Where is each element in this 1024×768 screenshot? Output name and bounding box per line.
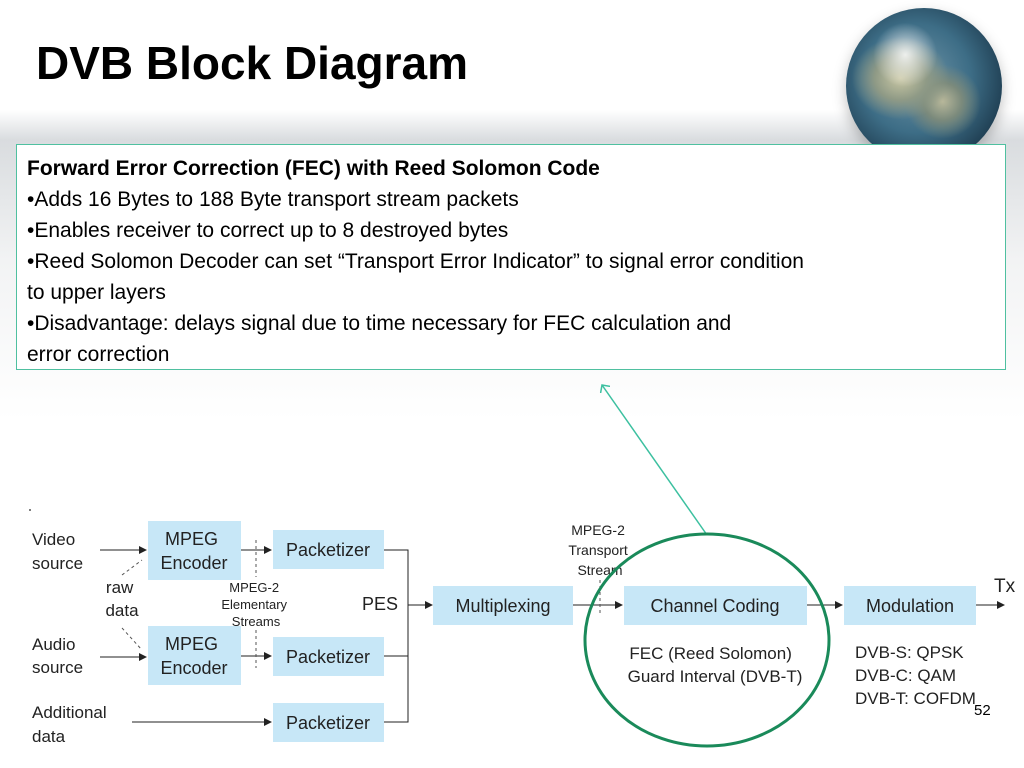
elementary-streams-label: MPEG-2 Elementary Streams: [221, 580, 290, 629]
slide-title: DVB Block Diagram: [36, 37, 469, 89]
fec-bullet: •Adds 16 Bytes to 188 Byte transport str…: [27, 188, 519, 211]
raw-data-label: raw data: [105, 578, 139, 620]
channel-coding-notes: FEC (Reed Solomon) Guard Interval (DVB-T…: [628, 644, 803, 686]
fec-info-box: Forward Error Correction (FEC) with Reed…: [16, 144, 1006, 370]
packetizer-audio-label: Packetizer: [286, 647, 370, 667]
highlight-circle: [583, 532, 831, 748]
packetizer-additional-label: Packetizer: [286, 713, 370, 733]
fec-bullet: •Reed Solomon Decoder can set “Transport…: [27, 250, 804, 273]
fec-bullet-continuation: error correction: [27, 343, 170, 366]
additional-data-label: Additional data: [32, 703, 111, 746]
modulation-label: Modulation: [866, 596, 954, 616]
mpeg-encoder-audio-label: MPEG Encoder: [160, 634, 227, 678]
packetizer-video: [273, 530, 384, 569]
fec-bullet-continuation: to upper layers: [27, 281, 166, 304]
channel-coding-label: Channel Coding: [650, 596, 779, 616]
pes-label: PES: [362, 594, 398, 614]
callout-arrow: [602, 385, 708, 536]
video-source-label: Video source: [32, 530, 83, 573]
mpeg-encoder-video: [148, 521, 241, 580]
packetizer-video-label: Packetizer: [286, 540, 370, 560]
transport-stream-label: MPEG-2 Transport Stream: [568, 522, 631, 578]
multiplexing-block: [433, 586, 573, 625]
page-number: 52: [974, 702, 991, 719]
fec-bullet: •Disadvantage: delays signal due to time…: [27, 312, 732, 335]
multiplexing-label: Multiplexing: [455, 596, 550, 616]
fec-heading: Forward Error Correction (FEC) with Reed…: [27, 157, 600, 180]
raw-data-dash-bottom: [121, 627, 143, 651]
packetizer-audio: [273, 637, 384, 676]
fec-bullet: •Enables receiver to correct up to 8 des…: [27, 219, 509, 242]
modulation-block: [844, 586, 976, 625]
globe-icon: [846, 8, 1002, 164]
modulation-notes: DVB-S: QPSK DVB-C: QAM DVB-T: COFDM: [855, 643, 976, 708]
stray-dot: [29, 509, 31, 511]
pes-bus-line: [384, 549, 409, 723]
mpeg-encoder-video-label: MPEG Encoder: [160, 529, 227, 573]
mpeg-encoder-audio: [148, 626, 241, 685]
raw-data-dash-top: [121, 559, 143, 576]
tx-label: Tx: [994, 576, 1016, 597]
channel-coding-block: [624, 586, 807, 625]
packetizer-additional: [273, 703, 384, 742]
audio-source-label: Audio source: [32, 635, 83, 677]
